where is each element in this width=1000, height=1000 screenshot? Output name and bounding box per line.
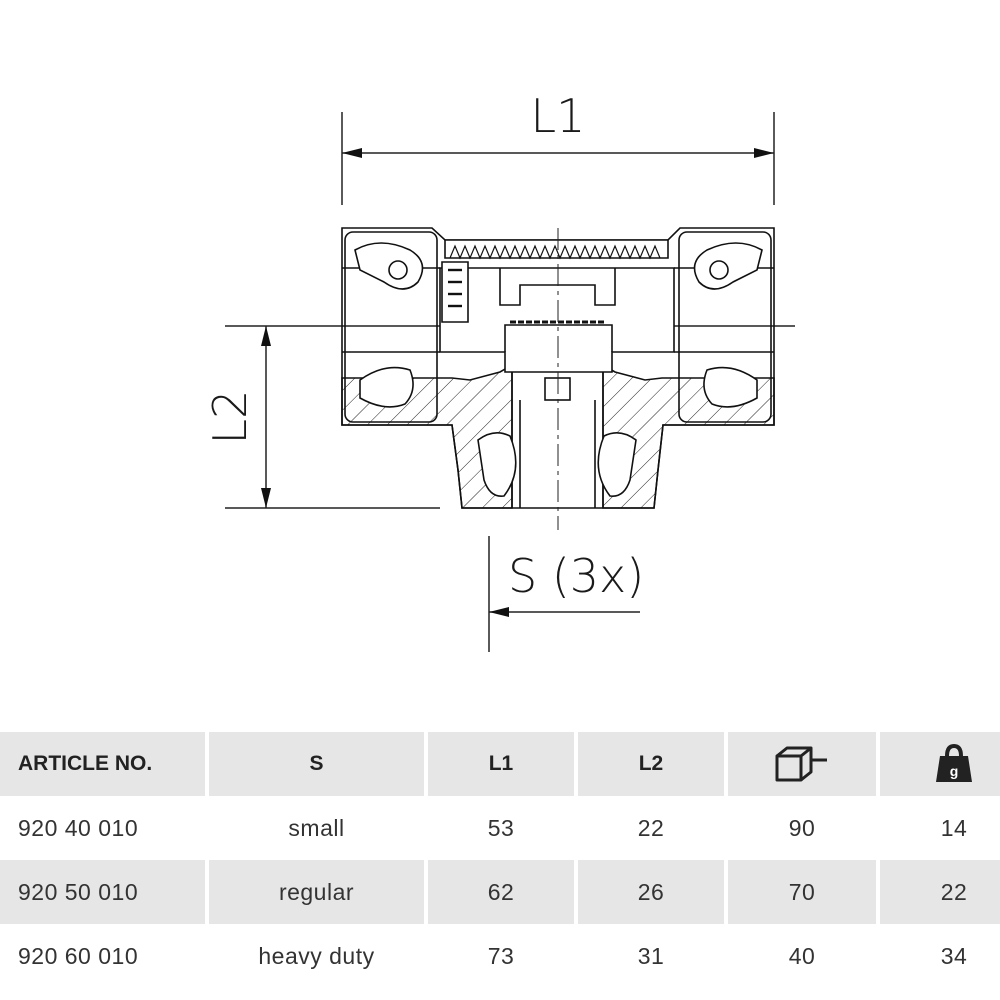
table-row: 920 40 010 small 53 22 90 14 [0,796,1000,860]
header-weight: g [880,732,1000,796]
cell-quantity: 90 [788,814,816,841]
cell-l2: 22 [637,814,665,841]
table-header-row: ARTICLE NO. S L1 L2 g [0,732,1000,796]
cell-s: regular [209,860,424,924]
table-row: 920 60 010 heavy duty 73 31 40 34 [0,924,1000,988]
header-quantity [728,732,876,796]
header-s: S [209,732,424,796]
dimension-l1 [341,112,775,205]
tee-fitting-drawing: L1 L2 S (3x) [203,89,795,652]
article-table: ARTICLE NO. S L1 L2 g [0,732,1000,988]
cell-s: small [288,814,345,841]
dimension-s [488,536,640,652]
cell-l2: 31 [637,942,665,969]
cell-quantity: 70 [728,860,876,924]
weight-icon: g [936,743,972,782]
cell-s: heavy duty [258,942,375,969]
cell-weight: 34 [940,942,968,969]
weight-icon-unit: g [950,763,959,779]
cell-article: 920 50 010 [0,860,205,924]
cell-l1: 62 [428,860,574,924]
cell-article: 920 60 010 [18,942,139,969]
cell-l1: 53 [487,814,515,841]
cell-l2: 26 [578,860,724,924]
table-row: 920 50 010 regular 62 26 70 22 [0,860,1000,924]
header-article: ARTICLE NO. [0,732,205,796]
box-icon [775,746,827,782]
dimension-l2-label: L2 [203,390,257,445]
cell-article: 920 40 010 [18,814,139,841]
cell-weight: 14 [940,814,968,841]
dimension-l1-label: L1 [531,89,586,143]
header-l2: L2 [578,732,724,796]
cell-quantity: 40 [788,942,816,969]
header-l1: L1 [428,732,574,796]
dimension-s-label: S (3x) [508,549,644,603]
cell-l1: 73 [487,942,515,969]
cell-weight: 22 [880,860,1000,924]
